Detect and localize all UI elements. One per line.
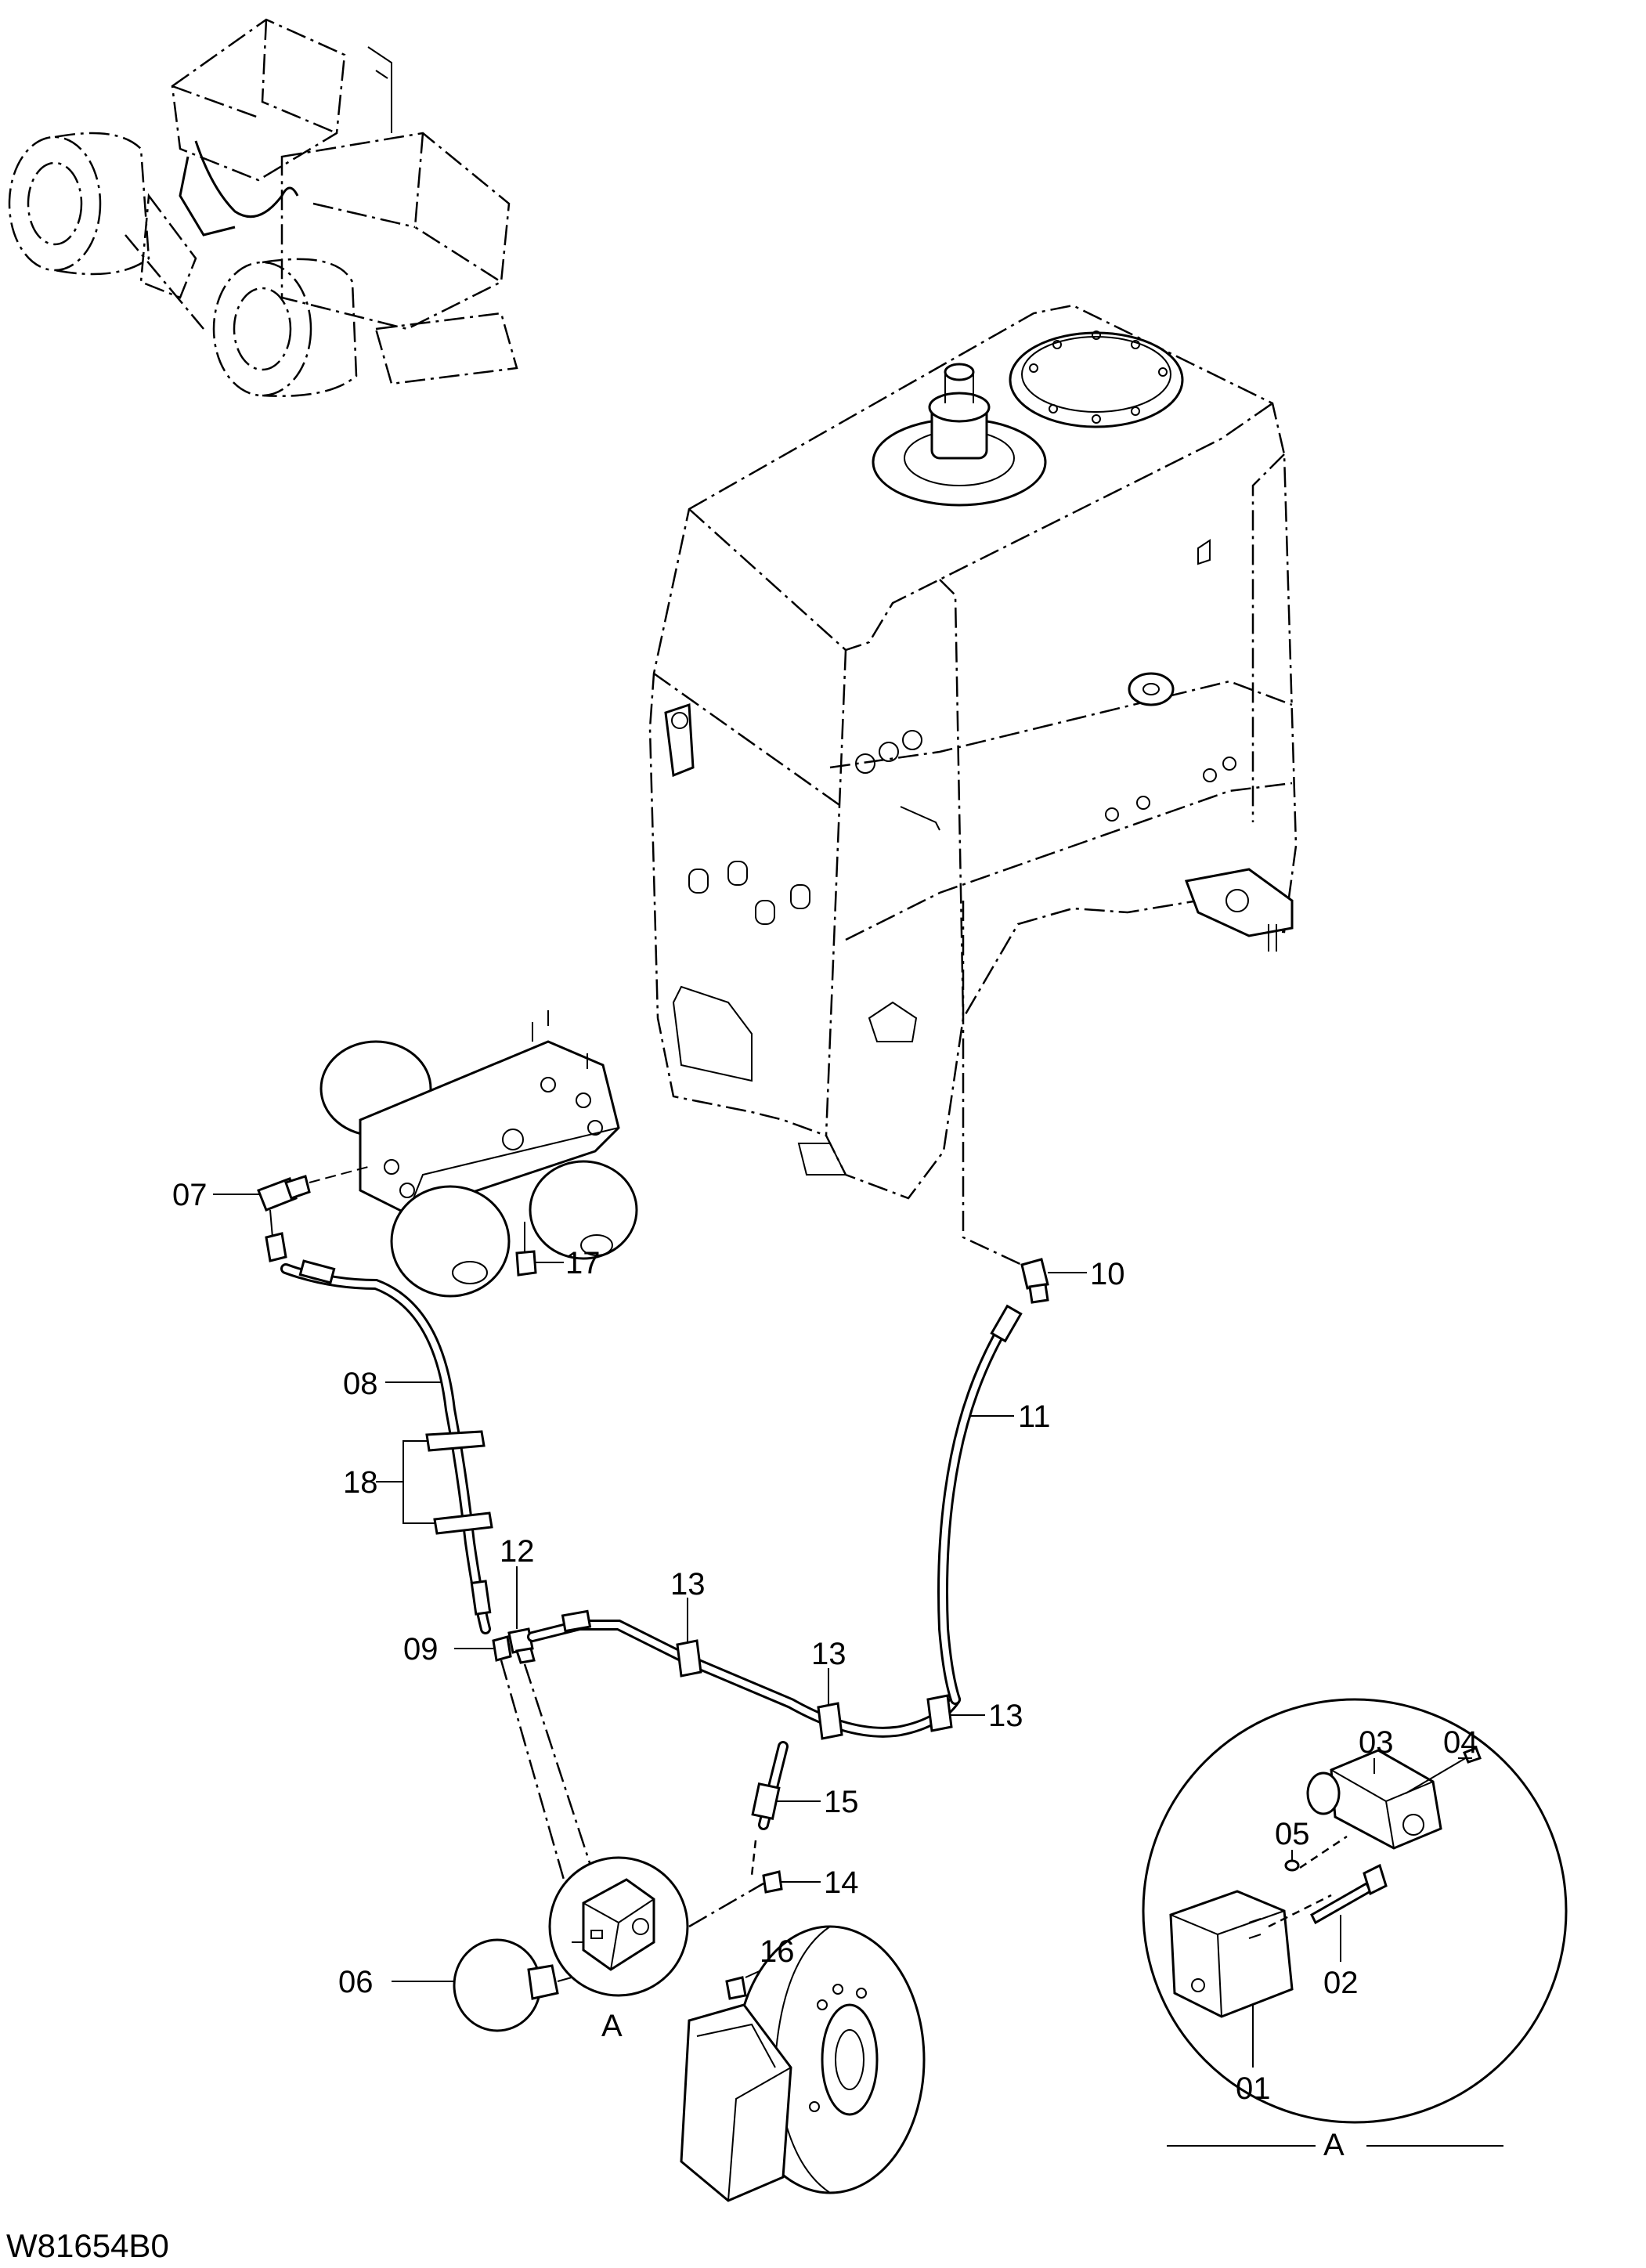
callout-16: 16	[760, 1934, 795, 1969]
callout-17: 17	[565, 1246, 601, 1280]
valve-detail-inset	[548, 1856, 689, 1997]
part-17-nut	[515, 1222, 537, 1277]
callout-06: 06	[338, 1965, 374, 1999]
callout-18: 18	[343, 1465, 378, 1500]
part-12-elbow-fitting	[507, 1627, 536, 1664]
callout-09: 09	[403, 1632, 439, 1667]
brake-disc-assembly	[680, 1925, 926, 2202]
part-11-hose	[937, 1304, 1023, 1705]
part-16-fitting	[725, 1976, 747, 2000]
part-18-clamps	[425, 1430, 493, 1535]
callout-13-middle: 13	[811, 1637, 846, 1671]
accumulator-bracket-assembly	[319, 1010, 638, 1298]
part-09-fitting	[492, 1635, 512, 1662]
detail-A-inset	[1142, 1698, 1568, 2124]
detail-A-reference-label: A	[601, 2009, 623, 2043]
callout-04: 04	[1443, 1725, 1478, 1760]
machine-overview-thumbnail	[8, 18, 518, 397]
part-14-fitting	[750, 1840, 783, 1894]
callout-13-right: 13	[988, 1699, 1023, 1733]
callout-14: 14	[824, 1865, 859, 1900]
callout-05: 05	[1275, 1817, 1310, 1851]
drawing-code: W81654B0	[6, 2227, 169, 2264]
callout-12: 12	[500, 1534, 535, 1569]
callout-10: 10	[1090, 1257, 1125, 1291]
part-08-hose	[265, 1232, 492, 1634]
detail-A-title: A	[1323, 2128, 1345, 2162]
part-13-tube-run	[527, 1609, 961, 1740]
part-07-tee-fitting	[257, 1166, 369, 1238]
part-06-accumulator	[453, 1938, 572, 2032]
callout-07: 07	[172, 1178, 208, 1212]
leader-18	[376, 1440, 435, 1524]
callout-13-upper: 13	[670, 1567, 706, 1602]
part-15-hose	[751, 1741, 789, 1830]
callout-08: 08	[343, 1367, 378, 1401]
callout-15: 15	[824, 1785, 859, 1819]
callout-labels: 07 17 10 08 11 18 12 13 09 13 13 15 14 1…	[6, 1178, 1503, 2264]
main-frame-assembly	[648, 304, 1298, 1200]
callout-02: 02	[1323, 1966, 1359, 2000]
callout-11: 11	[1018, 1399, 1051, 1434]
part-10-elbow-fitting	[1020, 1258, 1049, 1304]
callout-03: 03	[1359, 1725, 1394, 1760]
callout-01: 01	[1236, 2071, 1271, 2106]
